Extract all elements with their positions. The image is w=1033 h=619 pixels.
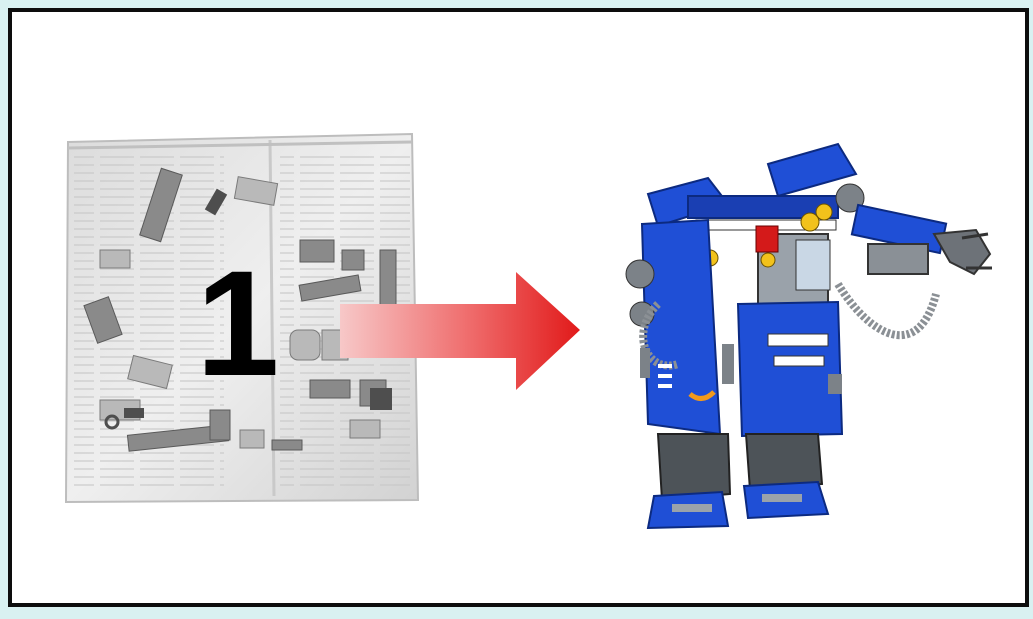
right-arrow-icon (336, 264, 586, 394)
bag-number-label: 1 (196, 248, 279, 398)
robot-mech-model-icon (618, 134, 1010, 532)
instruction-step-frame: 1 (8, 8, 1029, 607)
